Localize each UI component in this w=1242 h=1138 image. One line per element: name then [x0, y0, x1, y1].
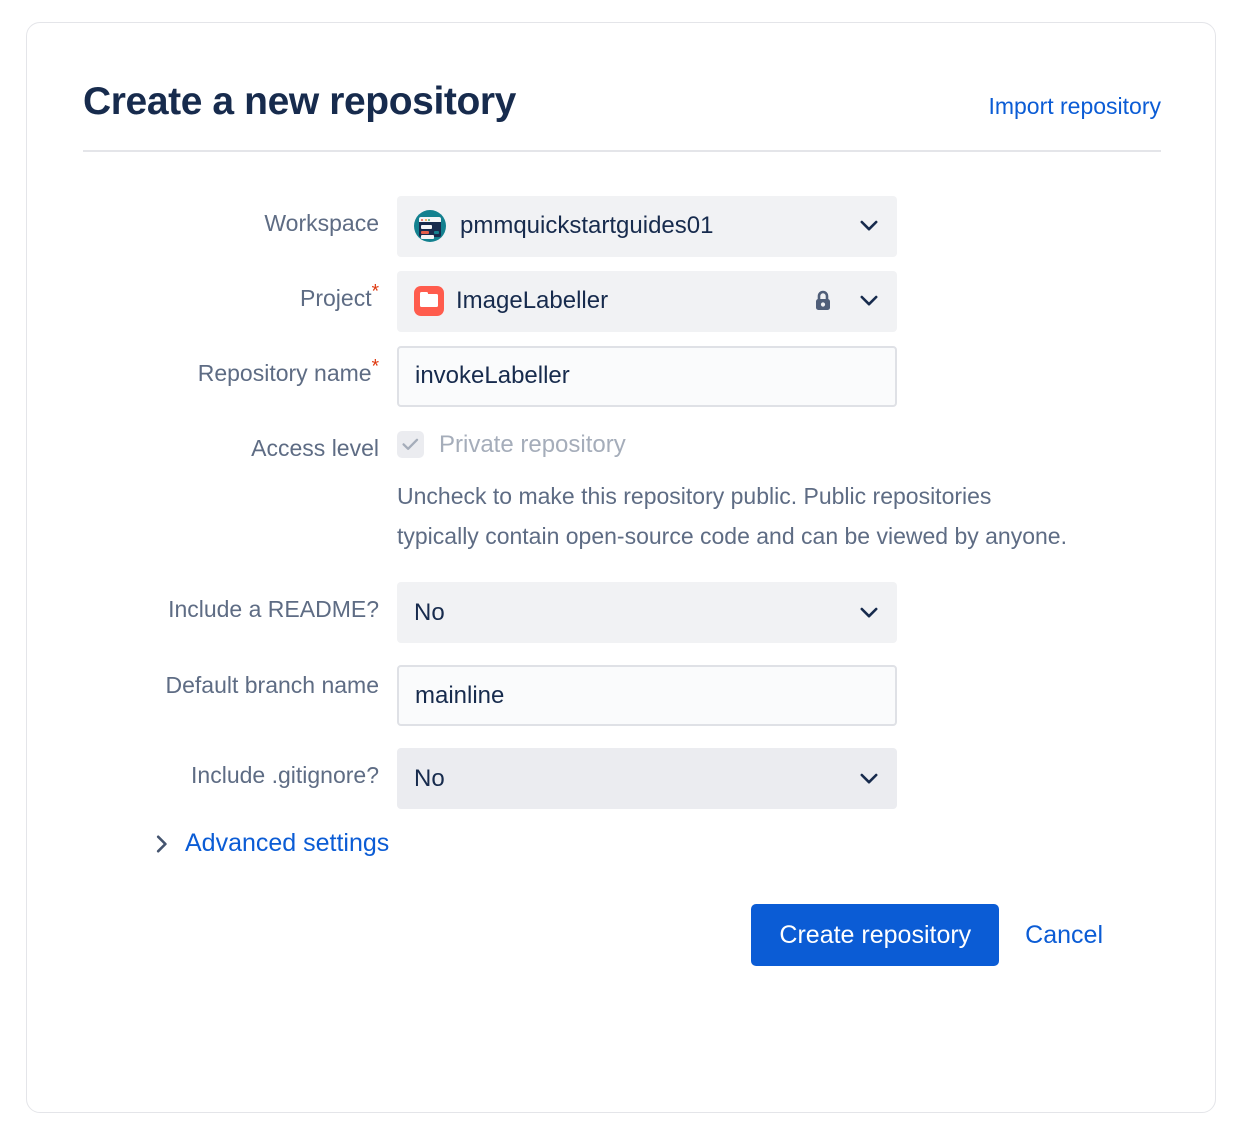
repository-name-label: Repository name* [83, 346, 397, 387]
field-row-include-gitignore: Include .gitignore? No [83, 748, 1161, 810]
project-label-text: Project [300, 284, 372, 311]
chevron-down-icon [858, 215, 880, 237]
workspace-select[interactable]: pmmquickstartguides01 [397, 195, 897, 257]
include-gitignore-select[interactable]: No [397, 748, 897, 810]
private-repository-checkbox-row[interactable]: Private repository [397, 421, 1161, 469]
card-header: Create a new repository Import repositor… [83, 80, 1161, 152]
include-gitignore-label: Include .gitignore? [191, 762, 379, 789]
project-label: Project* [83, 271, 397, 312]
repository-name-label-text: Repository name [197, 359, 372, 386]
access-level-label: Access level [251, 434, 379, 461]
project-select[interactable]: ImageLabeller [397, 270, 897, 332]
chevron-down-icon [858, 768, 880, 790]
workspace-avatar-icon [414, 210, 446, 243]
lock-icon [810, 288, 836, 314]
include-readme-value: No [414, 598, 445, 626]
form-actions: Create repository Cancel [83, 904, 1161, 967]
default-branch-name-input[interactable] [397, 665, 897, 727]
folder-icon [414, 286, 444, 317]
field-row-access-level: Access level Private repository Uncheck … [83, 421, 1161, 557]
create-repository-card: Create a new repository Import repositor… [26, 22, 1216, 1113]
workspace-value: pmmquickstartguides01 [460, 212, 714, 240]
field-row-include-readme: Include a README? No [83, 582, 1161, 644]
include-readme-label: Include a README? [168, 596, 379, 623]
repository-name-input[interactable] [397, 345, 897, 407]
cancel-button[interactable]: Cancel [1019, 921, 1109, 950]
access-level-helper-text: Uncheck to make this repository public. … [397, 482, 1067, 549]
default-branch-name-label: Default branch name [165, 672, 379, 699]
advanced-settings-toggle[interactable]: Advanced settings [151, 829, 389, 858]
field-row-repository-name: Repository name* [83, 345, 1161, 407]
chevron-down-icon [858, 602, 880, 624]
field-row-default-branch-name: Default branch name [83, 665, 1161, 727]
page-title: Create a new repository [83, 80, 516, 123]
field-row-project: Project* ImageLabeller [83, 270, 1161, 332]
create-repository-form: Workspace [83, 195, 1161, 859]
chevron-right-icon [151, 833, 173, 855]
import-repository-link[interactable]: Import repository [988, 93, 1161, 119]
create-repository-button[interactable]: Create repository [751, 904, 1000, 967]
repository-name-required-asterisk: * [371, 356, 379, 378]
chevron-down-icon [858, 290, 880, 312]
private-repository-label: Private repository [439, 430, 626, 458]
check-icon[interactable] [397, 431, 424, 459]
project-value: ImageLabeller [456, 287, 609, 315]
advanced-settings-label: Advanced settings [185, 829, 390, 858]
field-row-workspace: Workspace [83, 195, 1161, 257]
include-readme-select[interactable]: No [397, 582, 897, 644]
workspace-label: Workspace [264, 209, 379, 236]
include-gitignore-value: No [414, 764, 445, 792]
project-required-asterisk: * [371, 281, 379, 303]
